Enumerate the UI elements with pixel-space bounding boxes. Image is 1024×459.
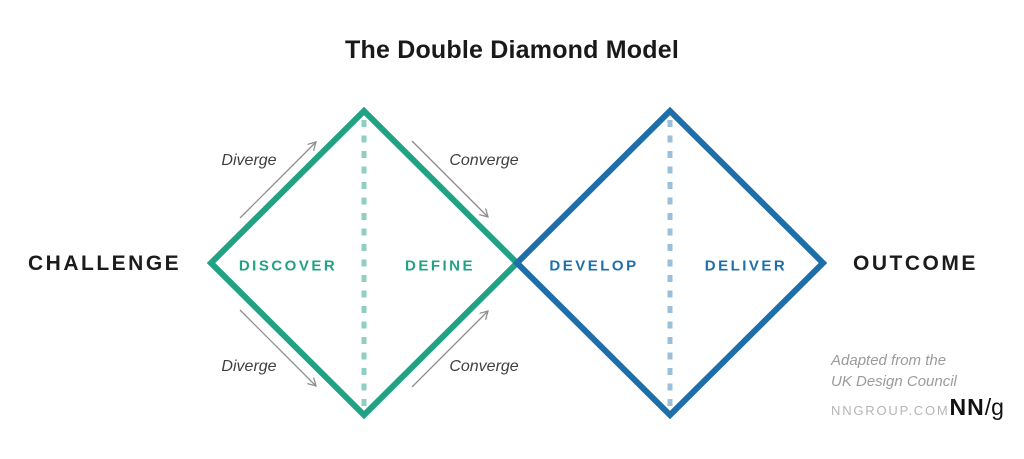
attribution-line1: Adapted from the	[831, 352, 947, 369]
nngroup-url: NNGROUP.COM	[831, 403, 950, 418]
converge-bottom-label: Converge	[449, 358, 519, 375]
diverge-top-arrow	[239, 142, 316, 219]
page-title: The Double Diamond Model	[345, 36, 679, 64]
converge-top-arrow	[411, 140, 488, 217]
phase-define: DEFINE	[404, 257, 476, 275]
challenge-label: CHALLENGE	[28, 252, 182, 275]
converge-top-label: Converge	[449, 152, 519, 169]
attribution-line2: UK Design Council	[831, 373, 957, 390]
phase-develop: DEVELOP	[549, 257, 639, 275]
outcome-label: OUTCOME	[853, 252, 978, 275]
nng-logo-slash: /	[984, 394, 992, 420]
delivery-diamond-outline	[512, 106, 828, 420]
diverge-bottom-arrow	[239, 309, 316, 386]
phase-deliver: DELIVER	[704, 257, 788, 275]
discovery-diamond-outline	[206, 106, 522, 420]
diverge-top-label: Diverge	[221, 152, 277, 169]
nng-logo: NN/g	[950, 394, 1004, 421]
diverge-bottom-label: Diverge	[221, 358, 277, 375]
attribution: Adapted from the UK Design Council	[831, 350, 957, 392]
nng-logo-g: g	[991, 394, 1004, 420]
footer: NNGROUP.COM NN/g	[831, 394, 1004, 421]
nng-logo-nn: NN	[949, 394, 985, 420]
converge-bottom-arrow	[411, 311, 488, 388]
phase-discover: DISCOVER	[238, 257, 338, 275]
